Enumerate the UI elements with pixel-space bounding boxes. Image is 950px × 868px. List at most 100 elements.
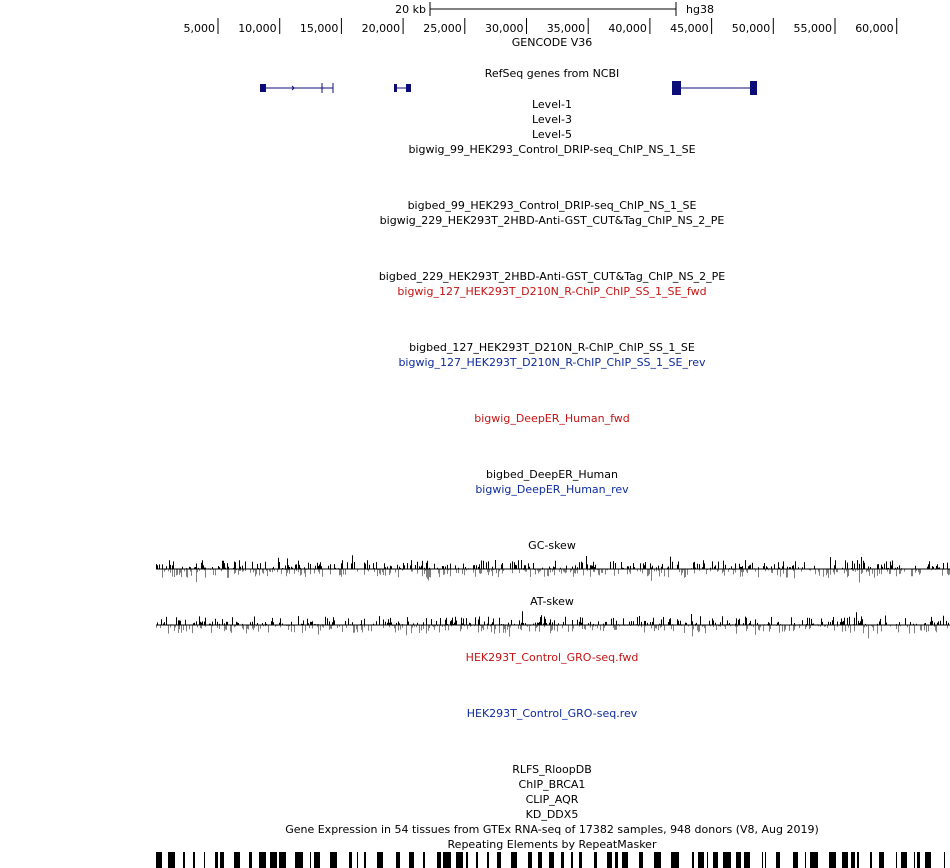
- repeat-element: [364, 852, 366, 868]
- repeat-element: [793, 852, 798, 868]
- scale-label: 20 kb: [395, 3, 426, 16]
- repeat-element: [528, 852, 532, 868]
- repeat-element: [437, 852, 441, 868]
- ruler-tick-label: 35,000: [547, 22, 586, 35]
- repeat-element: [357, 852, 358, 868]
- repeat-element: [295, 852, 303, 868]
- track-label-clip-aqr[interactable]: CLIP_AQR: [525, 793, 579, 806]
- repeat-element: [330, 852, 337, 868]
- track-label-level3[interactable]: Level-3: [531, 113, 572, 126]
- track-label-gencode[interactable]: GENCODE V36: [511, 36, 593, 49]
- repeat-element: [851, 852, 855, 868]
- repeat-element: [259, 852, 266, 868]
- track-label-gro-rev[interactable]: HEK293T_Control_GRO-seq.rev: [466, 707, 638, 720]
- repeat-element: [511, 852, 517, 868]
- at-skew-wiggle[interactable]: [156, 609, 950, 641]
- wiggle-negative: [158, 569, 950, 583]
- ruler-tick-label: 55,000: [794, 22, 833, 35]
- track-label-gro-fwd[interactable]: HEK293T_Control_GRO-seq.fwd: [465, 651, 639, 664]
- repeat-element: [723, 852, 731, 868]
- repeat-element: [497, 852, 501, 868]
- repeat-element: [594, 852, 597, 868]
- repeat-element: [607, 852, 612, 868]
- repeat-element: [842, 852, 848, 868]
- repeat-element: [443, 852, 451, 868]
- ruler-tick-label: 45,000: [670, 22, 709, 35]
- repeat-element: [713, 852, 718, 868]
- scale-bar: 20 kb hg38: [395, 2, 714, 16]
- track-label-refseq[interactable]: RefSeq genes from NCBI: [484, 67, 620, 80]
- repeat-element: [456, 852, 463, 868]
- gene-2[interactable]: [394, 84, 411, 92]
- repeat-element: [193, 852, 195, 868]
- repeat-element: [270, 852, 277, 868]
- repeat-element: [810, 852, 818, 868]
- repeat-element: [776, 852, 780, 868]
- wiggle-negative: [156, 625, 948, 639]
- ruler-tick-label: 20,000: [362, 22, 401, 35]
- repeat-element: [423, 852, 425, 868]
- track-label-at-skew[interactable]: AT-skew: [530, 595, 574, 608]
- repeat-element: [925, 852, 931, 868]
- assembly-label: hg38: [686, 3, 714, 16]
- track-label-level1[interactable]: Level-1: [531, 98, 572, 111]
- gc-skew-wiggle[interactable]: [156, 553, 950, 585]
- repeat-element: [914, 852, 915, 868]
- repeat-element: [615, 852, 618, 868]
- track-label-bigbed127[interactable]: bigbed_127_HEK293T_D210N_R-ChIP_ChIP_SS_…: [409, 341, 695, 354]
- repeat-element: [220, 852, 224, 868]
- repeat-element: [879, 852, 884, 868]
- gene-1[interactable]: [260, 83, 334, 93]
- track-label-chip-brca1[interactable]: ChIP_BRCA1: [518, 778, 586, 791]
- ruler-tick-label: 5,000: [184, 22, 216, 35]
- track-label-rmsk[interactable]: Repeating Elements by RepeatMasker: [447, 838, 657, 851]
- track-label-deeper-rev[interactable]: bigwig_DeepER_Human_rev: [475, 483, 629, 496]
- repeat-element: [377, 852, 383, 868]
- track-label-kd-ddx5[interactable]: KD_DDX5: [525, 808, 579, 821]
- repeat-element: [579, 852, 582, 868]
- repeat-element: [476, 852, 478, 868]
- repeat-element: [707, 852, 708, 868]
- track-label-level5[interactable]: Level-5: [531, 128, 572, 141]
- ruler-tick-label: 50,000: [732, 22, 771, 35]
- repeat-element: [279, 852, 286, 868]
- repeatmasker-track[interactable]: [156, 852, 950, 868]
- track-label-bigwig99[interactable]: bigwig_99_HEK293_Control_DRIP-seq_ChIP_N…: [408, 143, 696, 156]
- track-label-gtex[interactable]: Gene Expression in 54 tissues from GTEx …: [285, 823, 819, 836]
- repeat-element: [215, 852, 218, 868]
- track-label-deeper-bed[interactable]: bigbed_DeepER_Human: [485, 468, 618, 481]
- gene-3[interactable]: [672, 81, 757, 95]
- repeat-element: [409, 852, 414, 868]
- ruler-tick-label: 40,000: [608, 22, 647, 35]
- repeat-element: [204, 852, 205, 868]
- wiggle-positive: [157, 611, 949, 625]
- track-label-gc-skew[interactable]: GC-skew: [528, 539, 576, 552]
- repeat-element: [183, 852, 185, 868]
- repeat-element: [765, 852, 766, 868]
- repeat-element: [549, 852, 554, 868]
- repeat-element: [762, 852, 763, 868]
- track-label-bigwig127-rev[interactable]: bigwig_127_HEK293T_D210N_R-ChIP_ChIP_SS_…: [398, 356, 706, 369]
- repeat-element: [671, 852, 679, 868]
- repeat-element: [896, 852, 897, 868]
- ruler-tick-label: 30,000: [485, 22, 524, 35]
- repeat-element: [944, 852, 945, 868]
- track-label-bigwig127-fwd[interactable]: bigwig_127_HEK293T_D210N_R-ChIP_ChIP_SS_…: [397, 285, 707, 298]
- repeat-element: [168, 852, 175, 868]
- repeat-element: [736, 852, 741, 868]
- repeat-element: [744, 852, 750, 868]
- track-label-deeper-fwd[interactable]: bigwig_DeepER_Human_fwd: [474, 412, 630, 425]
- repeat-element: [396, 852, 400, 868]
- repeat-element: [156, 852, 162, 868]
- track-label-rlfs[interactable]: RLFS_RloopDB: [512, 763, 592, 776]
- repeat-element: [571, 852, 573, 868]
- repeat-element: [857, 852, 859, 868]
- refseq-gene-models[interactable]: [0, 78, 950, 98]
- track-label-bigbed99[interactable]: bigbed_99_HEK293_Control_DRIP-seq_ChIP_N…: [407, 199, 697, 212]
- repeat-element: [805, 852, 806, 868]
- repeat-element: [698, 852, 704, 868]
- track-label-bigbed229[interactable]: bigbed_229_HEK293T_2HBD-Anti-GST_CUT&Tag…: [378, 270, 726, 283]
- repeat-element: [234, 852, 240, 868]
- track-label-bigwig229[interactable]: bigwig_229_HEK293T_2HBD-Anti-GST_CUT&Tag…: [379, 214, 725, 227]
